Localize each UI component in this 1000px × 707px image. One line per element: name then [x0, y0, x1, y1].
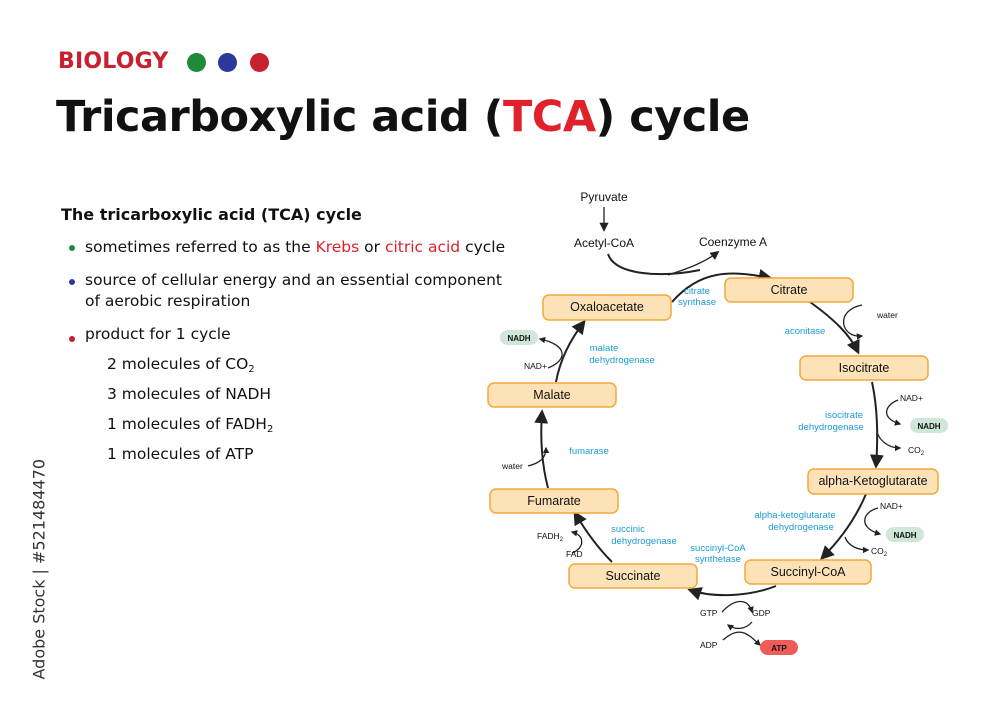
atp-pill: ATP [760, 640, 798, 655]
enzyme-fumarase: fumarase [569, 446, 609, 457]
gtp-gdp-arrow [721, 600, 754, 614]
oxaloacetate-box: Oxaloacetate [542, 294, 672, 321]
enzyme-succinyl-synthetase-1: succinyl-CoA [690, 543, 746, 554]
enzyme-isocitrate-dh-1: isocitrate [825, 410, 863, 421]
succinyl-synthetase-arrow [687, 585, 777, 601]
fumarase-arrow [534, 409, 549, 489]
succinate-box: Succinate [568, 563, 698, 589]
bullet-2: source of cellular energy and an essenti… [85, 271, 502, 310]
isocitrate-dh-arrow [869, 381, 884, 469]
nad-plus-label-1: NAD+ [900, 393, 923, 403]
enzyme-isocitrate-dh-2: dehydrogenase [798, 422, 864, 433]
product-atp: 1 molecules of ATP [107, 445, 254, 463]
coenzyme-a-arrow [667, 250, 720, 276]
svg-text:NADH: NADH [893, 531, 916, 540]
water-arrow-2 [527, 446, 550, 467]
bullet-dot-green [69, 245, 75, 251]
bullet-3: product for 1 cycle [85, 325, 231, 343]
nadh-pill-3: NADH [886, 527, 924, 542]
citrate-synthase-arrow [671, 268, 773, 303]
nadh-pill-1: NADH [500, 330, 538, 345]
green-dot [187, 53, 206, 72]
page-title: Tricarboxylic acid (TCA) cycle [56, 92, 750, 142]
svg-text:NADH: NADH [507, 334, 530, 343]
coenzyme-a-label: Coenzyme A [699, 235, 767, 249]
bullet-1: sometimes referred to as the Krebs or ci… [85, 238, 506, 256]
enzyme-citrate-synthase-1: citrate [684, 286, 710, 297]
fadh2-label: FADH2 [537, 531, 564, 543]
svg-text:Isocitrate: Isocitrate [839, 361, 890, 375]
enzyme-malate-dh-1: malate [590, 343, 619, 354]
succinyl-coa-box: Succinyl-CoA [744, 559, 872, 585]
co2-label-1: CO2 [908, 445, 925, 457]
water-loop-arrow [842, 304, 864, 340]
svg-text:Fumarate: Fumarate [527, 494, 581, 508]
gdp-label: GDP [752, 608, 771, 618]
fad-label: FAD [566, 549, 583, 559]
svg-text:Succinyl-CoA: Succinyl-CoA [770, 565, 846, 579]
bullet-dot-blue [69, 279, 75, 285]
malate-dh-arrow [555, 319, 586, 383]
red-dot [250, 53, 269, 72]
product-co2: 2 molecules of CO2 [107, 355, 255, 375]
title-pre: Tricarboxylic acid ( [56, 92, 503, 142]
blue-dot [218, 53, 237, 72]
bullet-dot-red [69, 336, 75, 342]
enzyme-aconitase: aconitase [785, 326, 826, 337]
product-nadh: 3 molecules of NADH [107, 385, 272, 403]
svg-text:alpha-Ketoglutarate: alpha-Ketoglutarate [818, 474, 927, 488]
svg-text:NADH: NADH [917, 422, 940, 431]
co2-arrow-1 [876, 431, 902, 452]
pyruvate-label: Pyruvate [580, 190, 628, 204]
enzyme-malate-dh-2: dehydrogenase [589, 355, 655, 366]
nad-plus-label-3: NAD+ [524, 361, 547, 371]
nad-arrow-2 [864, 507, 882, 536]
nad-arrow-1 [885, 399, 902, 426]
svg-text:ATP: ATP [771, 644, 787, 653]
enzyme-citrate-synthase-2: synthase [678, 297, 716, 308]
succinic-dh-arrow [573, 510, 613, 563]
nadh-pill-2: NADH [910, 418, 948, 433]
krebs-highlight: Krebs [315, 238, 360, 256]
water-label-2: water [501, 461, 523, 471]
svg-text:Citrate: Citrate [771, 283, 808, 297]
adp-atp-arrow [722, 631, 761, 646]
title-post: ) cycle [595, 92, 751, 142]
acetyl-join-arrow [607, 253, 701, 276]
svg-text:Oxaloacetate: Oxaloacetate [570, 300, 644, 314]
adp-label: ADP [700, 640, 718, 650]
co2-arrow-2 [844, 536, 870, 554]
enzyme-succinyl-synthetase-2: synthetase [695, 554, 741, 565]
aconitase-arrow [809, 301, 860, 355]
nad-plus-label-2: NAD+ [880, 501, 903, 511]
enzyme-akg-dh-2: dehydrogenase [768, 522, 834, 533]
info-heading: The tricarboxylic acid (TCA) cycle [61, 205, 362, 224]
enzyme-succinic-dh-1: succinic [611, 524, 645, 535]
citrate-box: Citrate [724, 277, 854, 303]
gtp-regen-arrow [726, 621, 753, 631]
isocitrate-box: Isocitrate [799, 355, 929, 381]
acetyl-coa-label: Acetyl-CoA [574, 236, 634, 250]
fad-arrow [570, 530, 583, 554]
citric-acid-highlight: citric acid [384, 238, 461, 256]
gtp-label: GTP [700, 608, 718, 618]
enzyme-succinic-dh-2: dehydrogenase [611, 536, 677, 547]
alpha-ketoglutarate-box: alpha-Ketoglutarate [807, 468, 939, 495]
akg-dh-arrow [820, 493, 867, 560]
malate-box: Malate [487, 382, 617, 408]
nad-arrow-3 [538, 336, 563, 369]
co2-label-2: CO2 [871, 546, 888, 558]
enzyme-akg-dh-1: alpha-ketoglutarate [754, 510, 835, 521]
svg-text:Malate: Malate [533, 388, 571, 402]
title-highlight: TCA [502, 92, 596, 142]
product-fadh2: 1 molecules of FADH2 [107, 415, 274, 435]
subject-label: BIOLOGY [58, 49, 169, 74]
water-label-1: water [876, 310, 898, 320]
svg-text:Succinate: Succinate [606, 569, 661, 583]
fumarate-box: Fumarate [489, 488, 619, 514]
